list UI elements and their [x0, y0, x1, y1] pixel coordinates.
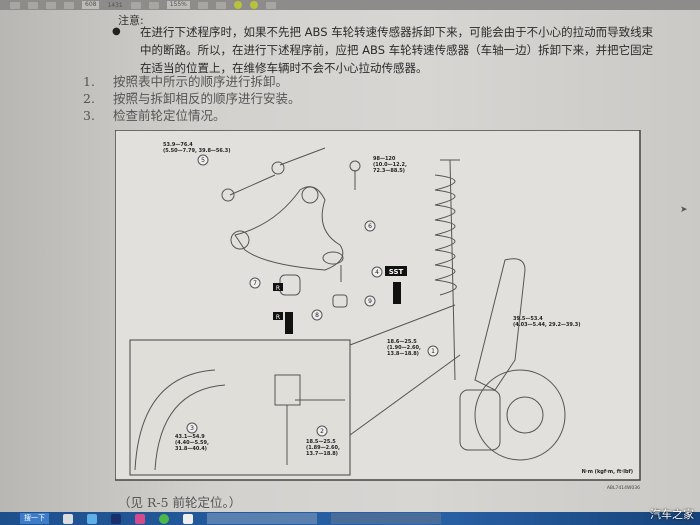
step-item: 2.按照与拆卸相反的顺序进行安装。 [83, 91, 301, 106]
torque-1: 18.6—25.5 [387, 339, 417, 345]
zoom-out-icon[interactable] [130, 1, 141, 9]
viewer-toolbar: 608 1431 155% [0, 0, 700, 10]
torque-3: 43.1—54.9 [175, 434, 205, 440]
highlight-icon[interactable] [249, 1, 258, 9]
callout-9: 9 [368, 298, 372, 305]
step-item: 3.检查前轮定位情况。 [83, 108, 226, 123]
torque-nut-alt: (4.03—5.44, 29.2—39.3) [513, 322, 581, 328]
prev-page-icon[interactable] [46, 1, 56, 9]
torque-1-alt: (1.90—2.60, [387, 345, 421, 351]
mouse-cursor-icon: ➤ [680, 205, 688, 215]
torque-nut: 39.5—53.4 [513, 316, 543, 322]
step-item: 1.按照表中所示的顺序进行拆卸。 [83, 74, 289, 89]
callout-6: 6 [368, 223, 372, 230]
reuse-label: R [276, 285, 280, 292]
units-label: N·m (kgf·m, ft·lbf) [582, 469, 633, 475]
steps-list: 1.按照表中所示的顺序进行拆卸。 2.按照与拆卸相反的顺序进行安装。 3.检查前… [83, 73, 301, 124]
taskbar: 搜一下 [0, 512, 700, 525]
fullscreen-icon[interactable] [215, 1, 226, 9]
callout-5: 5 [201, 157, 205, 164]
torque-3-alt: 31.8—40.4) [175, 446, 207, 452]
torque-2: 18.5—25.5 [306, 439, 336, 445]
torque-2-alt: (1.89—2.60, [306, 445, 340, 451]
zoom-select[interactable]: 155% [166, 1, 190, 9]
callout-7: 7 [253, 280, 257, 287]
note-label: 注意: [118, 14, 144, 27]
suspension-diagram: 1 2 3 4 5 6 7 8 9 SST R R 53.9—76.4 (5.5… [115, 130, 641, 491]
torque-5-alt: (5.50—7.79, 39.8—56.3) [163, 148, 231, 154]
torque-5: 53.9—76.4 [163, 142, 193, 148]
page-total: 1431 [107, 1, 123, 9]
callout-8: 8 [315, 312, 319, 319]
app-icon[interactable] [183, 513, 193, 524]
print-icon[interactable] [10, 1, 20, 9]
email-icon[interactable] [28, 1, 38, 9]
torque-bolt-alt: (10.0—12.2, [373, 162, 407, 168]
torque-3-alt: (4.40—5.59, [175, 440, 209, 446]
reuse-label: R [276, 314, 280, 321]
taskbar-window[interactable] [331, 513, 441, 524]
next-page-icon[interactable] [64, 1, 74, 9]
callout-2: 2 [320, 428, 324, 435]
torque-bolt-alt: 72.3—88.5) [373, 168, 405, 174]
callout-3: 3 [190, 425, 194, 432]
browser-icon[interactable] [159, 513, 169, 524]
torque-2-alt: 13.7—18.8) [306, 451, 338, 457]
footer-reference: （见 R-5 前轮定位。） [118, 495, 242, 510]
zoom-in-icon[interactable] [148, 1, 159, 9]
watermark: 汽车之家 [650, 508, 694, 521]
search-button[interactable]: 搜一下 [20, 513, 49, 524]
comment-icon[interactable] [233, 1, 242, 9]
sst-label: SST [389, 268, 404, 276]
page-input[interactable]: 608 [82, 1, 100, 9]
bullet-icon: ● [112, 26, 121, 37]
fit-page-icon[interactable] [197, 1, 208, 9]
callout-4: 4 [375, 269, 379, 276]
ie-icon[interactable] [87, 513, 97, 524]
torque-1-alt: 13.8—18.8) [387, 351, 419, 357]
callout-1: 1 [431, 348, 435, 355]
caution-text: 在进行下述程序时，如果不先把 ABS 车轮转速传感器拆卸下来，可能会由于不小心的… [140, 25, 654, 75]
file-icon[interactable] [63, 513, 73, 524]
app-icon[interactable] [135, 513, 145, 524]
figure-code: ABL7414W036 [607, 485, 640, 491]
torque-bolt: 98—120 [373, 156, 396, 162]
tools-icon[interactable] [265, 1, 276, 9]
photoshop-icon[interactable] [111, 513, 121, 524]
taskbar-window[interactable] [207, 513, 317, 524]
